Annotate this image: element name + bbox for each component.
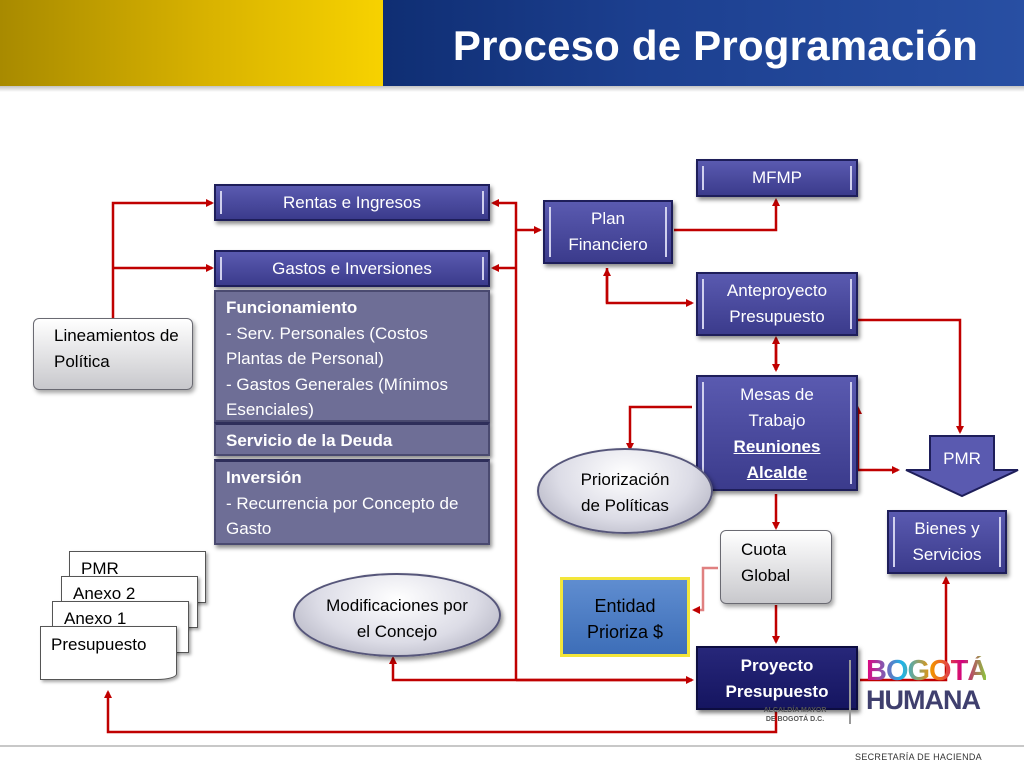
alcaldia-line-1: ALCALDÍA MAYOR [763, 707, 827, 714]
modificaciones-label: Modificaciones por el Concejo [326, 596, 468, 641]
plan-financiero-label: Plan Financiero [568, 209, 648, 254]
bienes-servicios-label: Bienes y Servicios [912, 519, 982, 564]
cuota-global-scroll: Cuota Global [720, 530, 832, 604]
arrow-lineamientos-rentas [111, 199, 214, 318]
priorizacion-oval: Priorización de Políticas [537, 448, 713, 534]
gastos-inversiones-box: Gastos e Inversiones [214, 250, 490, 287]
cuota-global-label: Cuota Global [741, 540, 791, 585]
arrow-ante-pmr [858, 318, 964, 434]
header-blue-band [383, 0, 1024, 86]
alcaldia-line-2: DE BOGOTÁ D.C. [765, 716, 825, 723]
plan-financiero-box: Plan Financiero [543, 200, 673, 264]
arrow-trunk-rentas [491, 199, 518, 680]
funcionamiento-item-1: - Serv. Personales (Costos Plantas de Pe… [226, 323, 428, 369]
arrow-proyecto-bienes [860, 576, 950, 682]
logo-word-humana: HUMANA [866, 685, 981, 715]
servicio-deuda-block: Servicio de la Deuda [214, 422, 490, 456]
logo-divider [849, 660, 851, 724]
pmr-arrow-label: PMR [943, 449, 981, 468]
doc-pmr-label: PMR [81, 559, 119, 578]
mesas-trabajo-label: Mesas de Trabajo [740, 385, 814, 430]
entidad-prioriza-box: Entidad Prioriza $ [560, 577, 690, 657]
inversion-item-1: - Recurrencia por Concepto de Gasto [226, 493, 459, 539]
entidad-prioriza-label: Entidad Prioriza $ [586, 596, 664, 642]
lineamientos-scroll: Lineamientos de Política [33, 318, 193, 390]
mfmp-label: MFMP [751, 168, 803, 187]
arrow-proyecto-documentos [104, 690, 778, 734]
header-shadow [0, 86, 1024, 92]
rentas-ingresos-label: Rentas e Ingresos [283, 193, 421, 212]
slide-header: Proceso de Programación [0, 0, 1024, 86]
rentas-ingresos-box: Rentas e Ingresos [214, 184, 490, 221]
arrow-plan-anteproyecto [605, 268, 694, 307]
doc-presupuesto-label: Presupuesto [51, 635, 147, 654]
footer-text: SECRETARÍA DE HACIENDA [855, 752, 982, 762]
slide-title: Proceso de Programación [452, 22, 978, 69]
header-gold-band [0, 0, 383, 86]
arrow-cuota-entidad [692, 566, 718, 614]
anteproyecto-box: Anteproyecto Presupuesto [696, 272, 858, 336]
bogota-humana-logo: BOGOTÁ HUMANA [866, 655, 988, 715]
mesas-trabajo-box: Mesas de Trabajo Reuniones Alcalde [696, 375, 858, 491]
arrow-mesas-priorizacion [626, 405, 692, 451]
doc-anexo-2-label: Anexo 2 [73, 584, 136, 603]
footer-line [0, 745, 1024, 747]
alcaldia-text: ALCALDÍA MAYOR DE BOGOTÁ D.C. [750, 706, 840, 724]
anteproyecto-label: Anteproyecto Presupuesto [726, 281, 828, 326]
arrow-proyecto-modificaciones [389, 656, 692, 682]
proyecto-presupuesto-label: Proyecto Presupuesto [725, 656, 829, 701]
servicio-deuda-label: Servicio de la Deuda [226, 431, 393, 450]
reuniones-alcalde-label: Reuniones Alcalde [733, 437, 821, 482]
pmr-arrow-shape [905, 435, 1019, 498]
priorizacion-label: Priorización de Políticas [580, 470, 670, 515]
mfmp-box: MFMP [696, 159, 858, 197]
proyecto-presupuesto-box: Proyecto Presupuesto [696, 646, 858, 710]
inversion-block: Inversión - Recurrencia por Concepto de … [214, 459, 490, 545]
doc-anexo-1-label: Anexo 1 [64, 609, 127, 628]
logo-word-bogota: BOGOTÁ [866, 655, 988, 687]
funcionamiento-block: Funcionamiento - Serv. Personales (Costo… [214, 290, 490, 422]
bienes-servicios-box: Bienes y Servicios [887, 510, 1007, 574]
arrow-plan-mfmp [674, 198, 780, 232]
doc-presupuesto: Presupuesto [40, 626, 177, 680]
funcionamiento-item-2: - Gastos Generales (Mínimos Esenciales) [226, 374, 449, 420]
inversion-title: Inversión [226, 468, 302, 487]
modificaciones-oval: Modificaciones por el Concejo [293, 573, 501, 657]
funcionamiento-title: Funcionamiento [226, 298, 358, 317]
lineamientos-label: Lineamientos de Política [54, 326, 179, 371]
gastos-inversiones-label: Gastos e Inversiones [272, 259, 432, 278]
